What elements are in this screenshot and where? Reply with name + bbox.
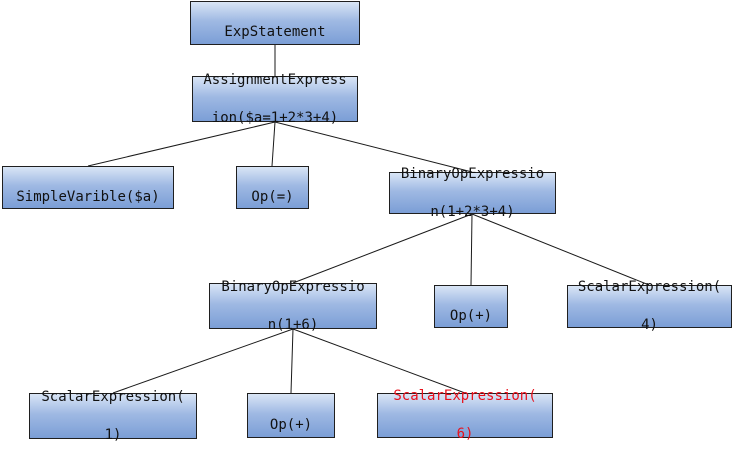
node-op-plus-low-line1: Op(+) — [269, 416, 313, 433]
node-scalar-4: ScalarExpression( 4) — [567, 279, 732, 333]
node-exp-statement: ExpStatement — [190, 1, 360, 45]
node-scalar-4-line1: ScalarExpression( — [577, 279, 722, 295]
node-assignment-line1: AssignmentExpress — [203, 71, 347, 88]
node-scalar-1-line1: ScalarExpression( — [41, 388, 185, 405]
node-scalar-1: ScalarExpression( 1) — [29, 389, 197, 443]
node-binop-top-line2: n(1+2*3+4) — [430, 203, 515, 220]
node-op-plus-low: Op(+) — [247, 393, 335, 438]
node-exp-statement-line1: ExpStatement — [224, 24, 326, 40]
node-op-assign-line1: Op(=) — [251, 188, 294, 205]
node-binop-top: BinaryOpExpressio n(1+2*3+4) — [389, 166, 556, 220]
node-simple-variable: SimpleVarible($a) — [2, 166, 174, 209]
node-op-assign: Op(=) — [236, 166, 309, 209]
node-scalar-1-line2: 1) — [104, 426, 122, 443]
edge-assignment-simplevar — [87, 121, 276, 167]
edge-assignment-binoptop — [274, 121, 473, 173]
node-scalar-6-line1: ScalarExpression( — [393, 388, 537, 404]
node-simple-variable-line1: SimpleVarible($a) — [16, 188, 160, 205]
edge-binoptop-binopinner — [292, 213, 473, 284]
edge-binopinner-scalar6 — [292, 328, 466, 394]
node-op-plus-mid: Op(+) — [434, 285, 508, 328]
edge-binoptop-opplus-mid — [470, 213, 473, 286]
node-binop-inner: BinaryOpExpressio n(1+6) — [209, 279, 377, 333]
edge-assignment-opeq — [271, 121, 276, 167]
node-scalar-6: ScalarExpression( 6) — [377, 388, 553, 442]
node-binop-inner-line1: BinaryOpExpressio — [221, 278, 365, 295]
node-assignment-expression: AssignmentExpress ion($a=1+2*3+4) — [192, 72, 358, 126]
node-op-plus-mid-line1: Op(+) — [449, 307, 493, 324]
node-assignment-line2: ion($a=1+2*3+4) — [211, 109, 339, 126]
node-scalar-4-line2: 4) — [641, 317, 658, 333]
ast-tree-diagram: ExpStatement AssignmentExpress ion($a=1+… — [2, 1, 732, 443]
node-binop-inner-line2: n(1+6) — [267, 316, 319, 333]
tree-edges — [87, 45, 650, 394]
edge-binopinner-opplus-low — [290, 328, 294, 394]
edge-binopinner-scalar1 — [112, 328, 294, 394]
node-scalar-6-line2: 6) — [456, 426, 474, 442]
edge-binoptop-scalar4 — [471, 213, 650, 286]
node-binop-top-line1: BinaryOpExpressio — [400, 165, 545, 182]
